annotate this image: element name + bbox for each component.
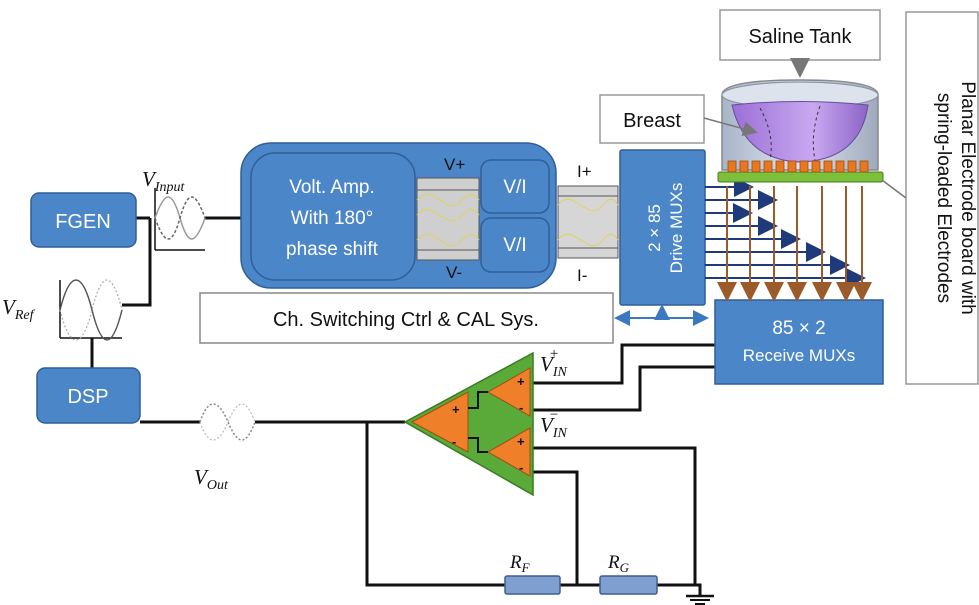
rg-label: RG [607, 552, 630, 575]
receive-mux-block: 85 × 2 Receive MUXs [714, 299, 884, 385]
v-plus-label: V+ [444, 155, 465, 174]
wires [90, 216, 715, 595]
drive-mux-line2: Drive MUXs [667, 183, 686, 274]
volt-amp-line1: Volt. Amp. [289, 177, 375, 198]
receive-arrows [717, 186, 872, 302]
dsp-label: DSP [67, 386, 108, 408]
out-waveform [199, 403, 256, 441]
drive-mux-line1: 2 × 85 [645, 204, 664, 252]
volt-amp-line2: With 180° [291, 208, 374, 229]
rf-label: RF [509, 552, 531, 575]
v-input-label: VInput [142, 167, 185, 195]
v-in-minus-label: VIN− [540, 407, 567, 441]
saline-tank-label: Saline Tank [748, 26, 852, 48]
drive-arrows [705, 177, 866, 288]
resistor-rf [504, 575, 561, 595]
planar-board-line2: spring-loaded Electrodes [933, 93, 954, 303]
wire-opamp-to-ground [530, 446, 697, 585]
svg-text:-: - [519, 400, 523, 415]
i-minus-label: I- [577, 266, 587, 285]
svg-text:+: + [452, 402, 460, 417]
v-out-label: VOut [194, 465, 229, 493]
svg-text:+: + [517, 434, 525, 449]
v-minus-label: V- [446, 263, 462, 282]
ground-icon [686, 594, 714, 605]
wire-feedback-left [365, 422, 505, 587]
wire-vin-minus [530, 365, 715, 412]
breast-label: Breast [623, 110, 681, 132]
vi-top-label: V/I [503, 177, 526, 198]
control-arrows [614, 304, 709, 326]
wire-vref [122, 218, 152, 307]
fgen-block: FGEN [30, 192, 137, 248]
v-in-plus-label: VIN+ [540, 346, 567, 380]
receive-mux-line2: Receive MUXs [743, 346, 855, 365]
svg-text:-: - [452, 434, 456, 449]
instrumentation-amplifier [403, 351, 534, 497]
fgen-label: FGEN [55, 211, 111, 233]
ref-waveform [59, 279, 123, 341]
drive-mux-block: 2 × 85 Drive MUXs [619, 149, 706, 306]
v-ref-label: VRef [2, 295, 36, 323]
resistor-rg [599, 575, 658, 595]
volt-amp-line3: phase shift [286, 239, 379, 260]
opamp-signs: + - + - + - [452, 374, 525, 475]
wire-to-ground [657, 583, 702, 595]
saline-tank-callout: Saline Tank [719, 9, 881, 78]
wire-vin-plus [530, 343, 715, 385]
svg-text:-: - [519, 460, 523, 475]
svg-text:+: + [517, 374, 525, 389]
wire-rf-node [530, 470, 579, 585]
current-lines [557, 185, 619, 259]
receive-mux-line1: 85 × 2 [772, 318, 825, 339]
ch-switching-block: Ch. Switching Ctrl & CAL Sys. [199, 292, 614, 344]
input-waveform [154, 188, 206, 251]
dsp-block: DSP [36, 367, 141, 424]
vi-bottom-label: V/I [503, 235, 526, 256]
ch-switching-label: Ch. Switching Ctrl & CAL Sys. [273, 309, 539, 331]
electrode-board [717, 160, 884, 183]
i-plus-label: I+ [577, 162, 592, 181]
breast-callout: Breast [599, 94, 758, 144]
voltage-amplifier-stage: Volt. Amp. With 180° phase shift V+ V- V… [240, 142, 557, 289]
saline-tank-illustration [721, 79, 879, 171]
planar-board-callout: Planar Electrode board with spring-loade… [881, 11, 979, 385]
planar-board-line1: Planar Electrode board with [957, 81, 978, 314]
